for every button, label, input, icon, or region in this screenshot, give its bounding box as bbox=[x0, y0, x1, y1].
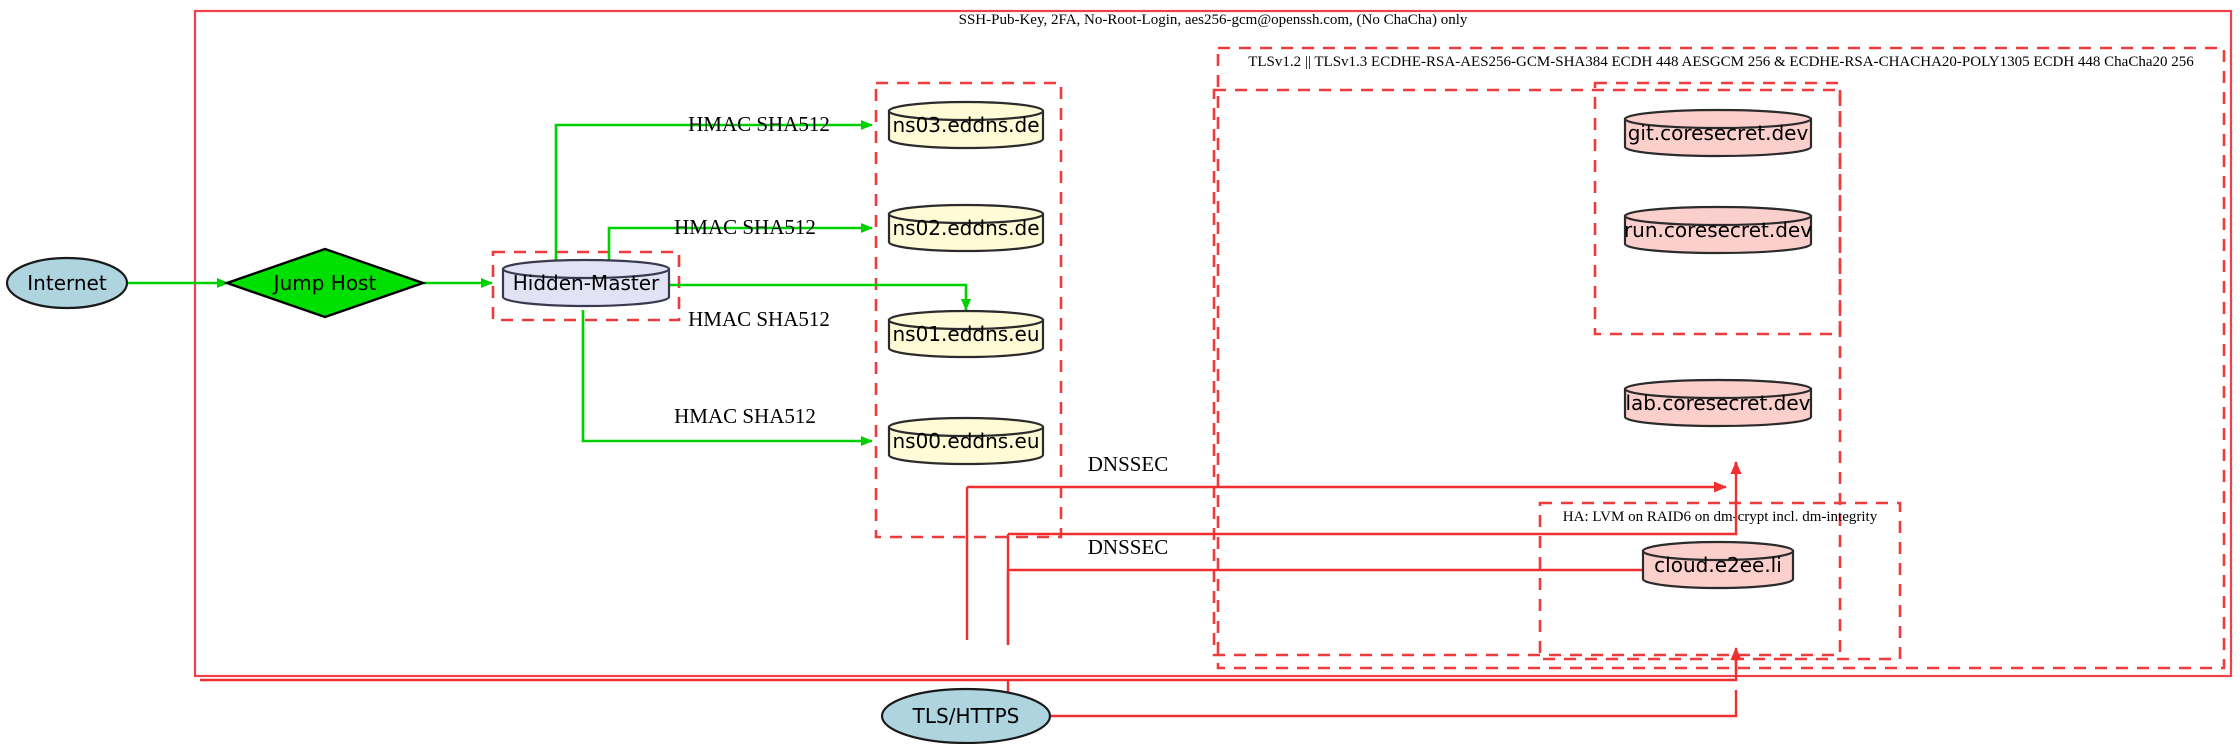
cluster-ssh-zone-label: SSH-Pub-Key, 2FA, No-Root-Login, aes256-… bbox=[959, 12, 1468, 28]
node-hidden-master-label: Hidden-Master bbox=[513, 271, 660, 295]
cluster-coresecret-zone bbox=[1593, 81, 1842, 336]
node-ns00[interactable]: ns00.eddns.eu bbox=[887, 416, 1045, 466]
node-internet[interactable]: Internet bbox=[5, 256, 129, 310]
cluster-tls-zone-label: TLSv1.2 || TLSv1.3 ECDHE-RSA-AES256-GCM-… bbox=[1248, 54, 2194, 70]
edge-label-dnssec-upper: DNSSEC bbox=[1088, 452, 1169, 476]
cluster-ha-zone: HA: LVM on RAID6 on dm-crypt incl. dm-in… bbox=[1538, 501, 1902, 661]
cluster-tls-zone: TLSv1.2 || TLSv1.3 ECDHE-RSA-AES256-GCM-… bbox=[1216, 46, 2226, 670]
edge-label-hmac-ns02: HMAC SHA512 bbox=[674, 215, 816, 239]
cluster-ns-zone bbox=[874, 81, 1063, 539]
cluster-ha-zone-label: HA: LVM on RAID6 on dm-crypt incl. dm-in… bbox=[1563, 509, 1878, 525]
edge-hidden-to-ns02 bbox=[607, 223, 873, 265]
edge-label-hmac-ns01: HMAC SHA512 bbox=[688, 307, 830, 331]
node-jumphost[interactable]: Jump Host bbox=[223, 247, 427, 319]
edge-tlshttps-to-tls-zone bbox=[1008, 462, 1738, 536]
node-ns02-label: ns02.eddns.de bbox=[892, 216, 1039, 240]
node-lab-coresecret[interactable]: lab.coresecret.dev bbox=[1623, 378, 1813, 428]
node-tls-https[interactable]: TLS/HTTPS bbox=[880, 687, 1052, 744]
cluster-dnssec-zone-a bbox=[1212, 88, 1842, 657]
edge-label-dnssec-lower: DNSSEC bbox=[1088, 535, 1169, 559]
edge-tlshttps-right bbox=[1050, 690, 1738, 718]
node-run-coresecret[interactable]: run.coresecret.dev bbox=[1623, 205, 1812, 255]
node-jumphost-label: Jump Host bbox=[272, 271, 377, 295]
edge-label-hmac-ns00: HMAC SHA512 bbox=[674, 404, 816, 428]
cluster-ssh-zone: SSH-Pub-Key, 2FA, No-Root-Login, aes256-… bbox=[193, 9, 2233, 678]
node-hidden-master[interactable]: Hidden-Master bbox=[501, 258, 671, 308]
node-ns01-label: ns01.eddns.eu bbox=[892, 322, 1039, 346]
edge-hidden-to-ns01 bbox=[668, 283, 971, 311]
node-internet-label: Internet bbox=[27, 271, 107, 295]
node-git-coresecret-label: git.coresecret.dev bbox=[1628, 121, 1809, 145]
node-ns03-label: ns03.eddns.de bbox=[892, 113, 1039, 137]
node-cloud-e2ee[interactable]: cloud.e2ee.li bbox=[1641, 540, 1795, 590]
node-ns00-label: ns00.eddns.eu bbox=[892, 429, 1039, 453]
edge-label-hmac-ns03: HMAC SHA512 bbox=[688, 112, 830, 136]
node-ns01[interactable]: ns01.eddns.eu bbox=[887, 309, 1045, 359]
node-run-coresecret-label: run.coresecret.dev bbox=[1624, 218, 1812, 242]
node-lab-coresecret-label: lab.coresecret.dev bbox=[1625, 391, 1810, 415]
node-tls-https-label: TLS/HTTPS bbox=[912, 704, 1020, 728]
edge-hidden-to-ns00 bbox=[581, 310, 873, 446]
edge-hidden-to-ns03 bbox=[554, 120, 873, 265]
node-ns02[interactable]: ns02.eddns.de bbox=[887, 203, 1045, 253]
node-git-coresecret[interactable]: git.coresecret.dev bbox=[1623, 108, 1813, 158]
node-cloud-e2ee-label: cloud.e2ee.li bbox=[1654, 553, 1782, 577]
node-ns03[interactable]: ns03.eddns.de bbox=[887, 100, 1045, 150]
